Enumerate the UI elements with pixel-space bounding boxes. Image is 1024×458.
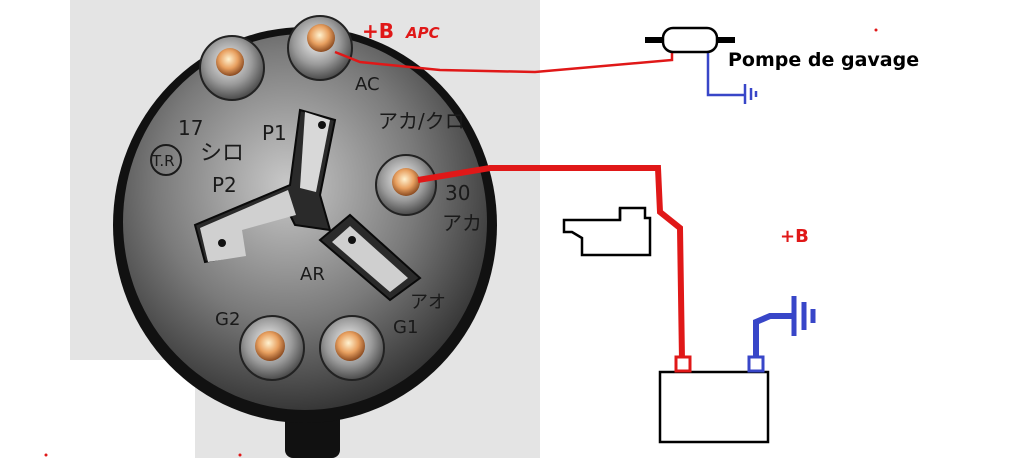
marking-17: 17 [178,116,203,140]
marking-aka: アカ [442,211,482,235]
marking-tr: T.R [151,152,175,170]
marking-g1: G1 [393,317,418,338]
contact-plate-highlight [300,112,330,192]
marking-shiro: シロ [200,141,244,166]
wire-30-to-battery [417,165,685,361]
speck [238,453,242,457]
starter-motor-symbol [562,206,652,257]
speck [874,28,878,32]
marking-ac: AC [355,74,380,95]
speck [44,453,48,457]
fuel-pump-symbol [645,26,735,54]
wire-pump-ground [706,52,745,97]
rivet-3 [348,236,356,244]
terminal-g1 [319,315,385,381]
terminal-17 [199,35,265,101]
marking-ar: AR [300,264,325,285]
terminal-30 [375,154,437,216]
rivet-1 [318,121,326,129]
marking-g2: G2 [215,309,240,330]
ground-symbol-battery [791,296,816,336]
battery-symbol [658,355,770,444]
rivet-2 [218,239,226,247]
battery-negative-terminal [747,355,765,373]
battery-positive-terminal [674,355,692,373]
marking-aka-kuro: アカ/クロ [378,109,465,133]
label-pump: Pompe de gavage [728,49,919,71]
marking-30: 30 [445,181,470,205]
tr-logo-circle [150,144,182,176]
marking-p2: P2 [212,173,237,197]
label-apc: APC [405,24,440,42]
terminal-g2 [239,315,305,381]
terminal-ac [287,15,353,81]
marking-ao: アオ [410,292,446,313]
label-plus-b-right: +B [780,226,809,247]
label-plus-b-top: +B [362,19,394,43]
wire-battery-ground [753,313,792,360]
wire-apc-to-pump [334,50,674,74]
ground-symbol-pump [743,84,758,104]
marking-p1: P1 [262,121,287,145]
